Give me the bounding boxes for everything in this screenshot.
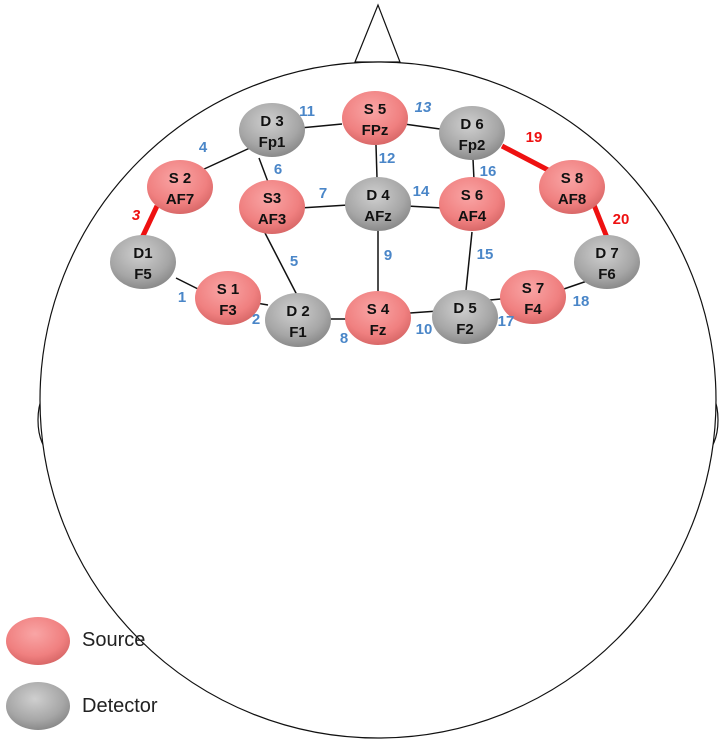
channel-line-14 [406,205,443,209]
channel-line-12 [375,144,378,179]
channel-line-5 [264,232,299,298]
legend-detector: Detector [6,682,158,730]
optode-S1: S 1F3 [195,271,261,325]
svg-text:S 2: S 2 [169,170,192,187]
channel-label: 9 [384,247,392,264]
legend-source-label: Source [82,629,145,651]
svg-text:AF8: AF8 [558,191,586,208]
svg-text:D1: D1 [133,245,152,262]
svg-text:S 7: S 7 [522,280,545,297]
channel-line-15 [465,231,473,291]
svg-text:D 6: D 6 [460,116,483,133]
svg-text:D 2: D 2 [286,303,309,320]
channel-label: 4 [199,139,208,156]
svg-text:AFz: AFz [364,208,392,225]
channel-line-3 [138,204,160,242]
channel-label: 17 [498,313,515,330]
svg-text:F3: F3 [219,302,237,319]
svg-text:AF3: AF3 [258,211,286,228]
svg-text:S 5: S 5 [364,101,387,118]
optode-S5: S 5 FPz [342,91,408,145]
channel-label: 5 [290,253,298,270]
channel-line-13 [403,123,441,130]
legend-source-swatch [6,617,70,665]
optode-D4: D 4 AFz [345,177,411,231]
svg-text:S 1: S 1 [217,281,240,298]
legend-detector-swatch [6,682,70,730]
channel-line-4 [201,146,253,171]
channel-label: 14 [413,183,430,200]
channel-label: 2 [252,311,260,328]
channel-label: 13 [415,99,432,116]
svg-text:D 7: D 7 [595,245,618,262]
svg-text:F4: F4 [524,301,542,318]
svg-text:S 8: S 8 [561,170,584,187]
channel-label: 16 [480,163,497,180]
svg-text:S3: S3 [263,190,281,207]
svg-text:D 3: D 3 [260,113,283,130]
channel-label: 7 [319,185,327,202]
optode-D2: D 2F1 [265,293,331,347]
svg-text:AF4: AF4 [458,208,487,225]
channel-line-7 [299,204,349,209]
channel-label: 6 [274,161,282,178]
nose-outline [354,3,401,63]
svg-text:S 4: S 4 [367,301,390,318]
channel-line-11 [299,123,343,129]
channel-line-19 [500,143,550,173]
channel-label: 8 [340,330,348,347]
svg-text:F5: F5 [134,266,152,283]
legend-source: Source [6,617,145,665]
svg-text:Fz: Fz [370,322,387,339]
svg-text:AF7: AF7 [166,191,194,208]
optode-D5: D 5F2 [432,290,498,344]
svg-text:D 4: D 4 [366,187,390,204]
channel-label: 10 [416,321,433,338]
channel-lines [138,123,611,320]
channel-line-20 [591,204,611,241]
svg-text:S 6: S 6 [461,187,484,204]
svg-text:F1: F1 [289,324,307,341]
channel-label-highlight: 3 [132,207,141,224]
svg-text:F2: F2 [456,321,474,338]
channel-line-1 [175,277,201,291]
channel-label: 1 [178,289,186,306]
svg-text:FPz: FPz [362,122,389,139]
legend: Source Detector [6,617,158,730]
head-outline [39,61,717,739]
channel-label-highlight: 19 [526,129,543,146]
optode-S7: S 7F4 [500,270,566,324]
channel-label: 15 [477,246,494,263]
channel-line-16 [472,158,475,181]
svg-text:Fp2: Fp2 [459,137,486,154]
channel-label-highlight: 20 [613,211,630,228]
channel-label: 12 [379,150,396,167]
channel-label: 18 [573,293,590,310]
optode-D7: D 7F6 [574,235,640,289]
optode-S4: S 4 Fz [345,291,411,345]
svg-text:F6: F6 [598,266,616,283]
channel-label: 11 [299,103,315,120]
svg-text:Fp1: Fp1 [259,134,286,151]
channel-labels: 1 2 3 4 5 6 7 8 9 10 11 12 13 14 15 16 1… [132,99,630,347]
svg-text:D 5: D 5 [453,300,476,317]
channel-line-6 [258,157,269,183]
legend-detector-label: Detector [82,695,158,717]
